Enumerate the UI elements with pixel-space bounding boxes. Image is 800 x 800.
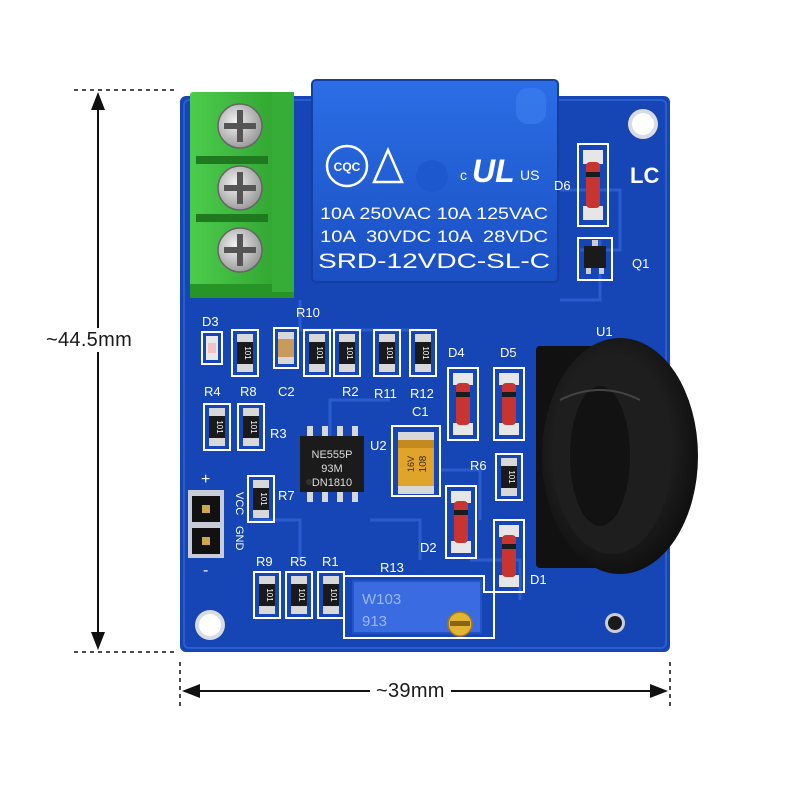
mounting-hole bbox=[605, 613, 625, 633]
sensor-ref-label: U1 bbox=[596, 324, 613, 339]
svg-text:101: 101 bbox=[421, 346, 430, 360]
ul-logo-icon: c UL US bbox=[460, 153, 539, 189]
height-dimension bbox=[74, 89, 176, 653]
capacitor-c2 bbox=[273, 327, 299, 369]
svg-text:101: 101 bbox=[215, 420, 224, 434]
silk-label-r12: R12 bbox=[410, 386, 434, 401]
screw-icon bbox=[217, 227, 263, 273]
height-dimension-label: ~44.5mm bbox=[44, 328, 135, 352]
resistor: 101 bbox=[373, 329, 401, 377]
relay: CQC c UL US 10A 250VAC 10A 125VAC 10A 30… bbox=[311, 79, 559, 283]
svg-text:W103: W103 bbox=[362, 591, 401, 608]
svg-text:108: 108 bbox=[418, 455, 429, 472]
transistor-q1 bbox=[584, 240, 606, 274]
svg-text:US: US bbox=[520, 167, 539, 183]
resistor: 101 bbox=[285, 571, 313, 619]
silk-label-d2: D2 bbox=[420, 540, 437, 555]
silk-label-d6: D6 bbox=[554, 178, 571, 193]
resistor: 101 bbox=[237, 403, 265, 451]
svg-text:101: 101 bbox=[265, 588, 274, 602]
pot-ref-label: R13 bbox=[380, 560, 404, 575]
screw-icon bbox=[217, 103, 263, 149]
potentiometer-r13: W103 913 bbox=[343, 575, 495, 639]
diode-group bbox=[445, 367, 525, 593]
resistor: 101 bbox=[317, 571, 345, 619]
resistor: 101 bbox=[231, 329, 259, 377]
ic-ne555: NE555P 93M DN1810 bbox=[300, 426, 364, 502]
svg-text:93M: 93M bbox=[321, 463, 342, 475]
svg-text:101: 101 bbox=[329, 588, 338, 602]
capacitor-c1: 108 16V bbox=[391, 425, 441, 497]
brand-label: LC bbox=[630, 163, 659, 188]
resistor: 101 bbox=[409, 329, 437, 377]
svg-text:101: 101 bbox=[345, 346, 354, 360]
diode bbox=[445, 485, 477, 559]
resistor: 101 bbox=[495, 453, 523, 501]
svg-text:CQC: CQC bbox=[334, 160, 361, 174]
resistor: 101 bbox=[203, 403, 231, 451]
ic-ref-label: U2 bbox=[370, 438, 387, 453]
svg-text:101: 101 bbox=[297, 588, 306, 602]
svg-text:101: 101 bbox=[259, 492, 268, 506]
silk-label-r1: R1 bbox=[322, 554, 339, 569]
svg-text:913: 913 bbox=[362, 613, 387, 630]
silk-label-r10: R10 bbox=[296, 305, 320, 320]
silk-label-c2: C2 bbox=[278, 384, 295, 399]
resistor: 101 bbox=[303, 329, 331, 377]
diode-d6 bbox=[583, 150, 603, 220]
diode bbox=[493, 367, 525, 441]
mounting-hole bbox=[195, 610, 225, 640]
header-gnd-label: GND bbox=[233, 526, 245, 551]
silk-label-r6: R6 bbox=[470, 458, 487, 473]
header-minus-label: - bbox=[203, 562, 208, 579]
silk-label-r4: R4 bbox=[204, 384, 221, 399]
silk-label-r5: R5 bbox=[290, 554, 307, 569]
mounting-hole bbox=[628, 109, 658, 139]
silk-label-r2: R2 bbox=[342, 384, 359, 399]
svg-text:101: 101 bbox=[385, 346, 394, 360]
current-transformer-u1 bbox=[536, 338, 698, 574]
svg-text:DN1810: DN1810 bbox=[312, 477, 352, 489]
silk-label-d3: D3 bbox=[202, 314, 219, 329]
adjust-screw-icon bbox=[447, 611, 473, 637]
silk-label-r8: R8 bbox=[240, 384, 257, 399]
resistor: 101 bbox=[253, 571, 281, 619]
resistor: 101 bbox=[333, 329, 361, 377]
diode bbox=[493, 519, 525, 593]
svg-text:16V: 16V bbox=[406, 456, 416, 472]
svg-text:NE555P: NE555P bbox=[312, 449, 353, 461]
svg-text:101: 101 bbox=[315, 346, 324, 360]
screw-terminal-block bbox=[190, 92, 294, 298]
silk-label-r3: R3 bbox=[270, 426, 287, 441]
power-header bbox=[188, 490, 224, 558]
silk-label-r9: R9 bbox=[256, 554, 273, 569]
resistor-group: 101 101 101 101 101 101 101 101 101 101 101 101 bbox=[203, 329, 523, 619]
relay-model: SRD-12VDC-SL-C bbox=[318, 250, 550, 273]
svg-text:101: 101 bbox=[507, 470, 516, 484]
silk-label-q1: Q1 bbox=[632, 256, 649, 271]
svg-text:101: 101 bbox=[243, 346, 252, 360]
silk-label-d1: D1 bbox=[530, 572, 547, 587]
diode bbox=[447, 367, 479, 441]
svg-text:UL: UL bbox=[472, 153, 515, 189]
led-d3 bbox=[201, 331, 223, 365]
header-plus-label: + bbox=[201, 471, 210, 488]
cqc-logo-icon: CQC bbox=[325, 144, 404, 188]
relay-rating-line-2: 10A 30VDC 10A 28VDC bbox=[320, 227, 548, 246]
svg-text:c: c bbox=[460, 167, 467, 183]
relay-rating-line-1: 10A 250VAC 10A 125VAC bbox=[320, 204, 548, 223]
width-dimension-label: ~39mm bbox=[370, 679, 451, 703]
header-vcc-label: VCC bbox=[233, 492, 245, 515]
silk-label-d5: D5 bbox=[500, 345, 517, 360]
resistor: 101 bbox=[247, 475, 275, 523]
screw-icon bbox=[217, 165, 263, 211]
svg-text:101: 101 bbox=[249, 420, 258, 434]
silk-label-r7: R7 bbox=[278, 488, 295, 503]
cap-ref-label: C1 bbox=[412, 404, 429, 419]
silk-label-r11: R11 bbox=[374, 386, 397, 401]
silk-label-d4: D4 bbox=[448, 345, 465, 360]
